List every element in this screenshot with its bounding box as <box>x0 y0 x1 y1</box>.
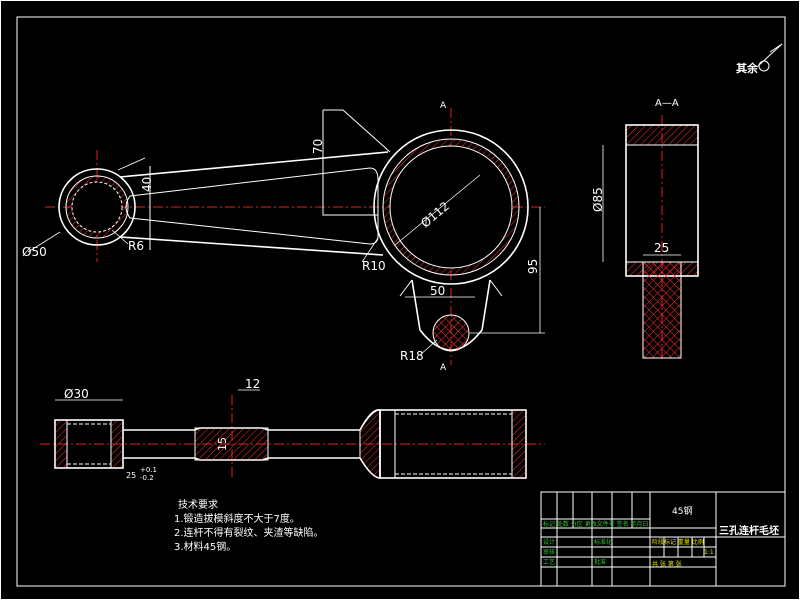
title-part-name: 三孔连杆毛坯 <box>719 524 779 537</box>
title-standard: 标准化 <box>594 538 612 546</box>
top-view: Ø30 12 15 25 +0.1 -0.2 <box>40 377 545 482</box>
dim-95: 95 <box>526 259 540 274</box>
dim-d50: Ø50 <box>22 245 47 259</box>
dim-70: 70 <box>311 139 325 154</box>
dim-50: 50 <box>430 284 445 298</box>
tol-c: -0.2 <box>140 474 154 482</box>
tol-a: 25 <box>126 471 136 480</box>
inner-frame <box>16 16 786 587</box>
title-scale: 1:1 <box>704 549 714 556</box>
dim-12: 12 <box>245 377 260 391</box>
corner-note: 其余 <box>736 61 759 75</box>
notes-line3: 3.材料45钢。 <box>174 540 236 553</box>
notes-line1: 1.锻造拔模斜度不大于7度。 <box>174 512 300 525</box>
dim-r10: R10 <box>362 259 386 273</box>
roughness-symbol: 其余 <box>736 43 783 75</box>
dim-d30: Ø30 <box>64 387 89 401</box>
title-material: 45钢 <box>672 505 692 517</box>
section-label: A—A <box>655 98 679 109</box>
title-row-a: 标记 处数 分区 更改文件号 签名 年月日 <box>543 520 649 528</box>
cut-label-top: A <box>440 101 447 111</box>
title-stage: 阶段标记 重量 比例 <box>652 538 704 546</box>
dim-d85: Ø85 <box>591 187 605 212</box>
dim-r18: R18 <box>400 349 424 363</box>
title-sheet: 共 张 第 张 <box>652 560 682 568</box>
notes-line2: 2.连杆不得有裂纹、夹渣等缺陷。 <box>174 526 324 539</box>
title-approve: 批准 <box>594 558 606 566</box>
title-designer: 设计 <box>543 538 555 546</box>
dim-r6: R6 <box>128 239 144 253</box>
dim-15: 15 <box>216 437 229 451</box>
tol-b: +0.1 <box>140 466 157 474</box>
section-view: A—A Ø85 25 <box>591 98 699 360</box>
title-process: 工艺 <box>543 558 555 566</box>
dim-40: 40 <box>140 177 154 192</box>
front-view: A A 40 Ø50 R6 70 Ø112 R10 50 95 R18 <box>22 101 545 373</box>
dim-25: 25 <box>654 241 669 255</box>
notes-title: 技术要求 <box>178 498 218 511</box>
title-review: 审核 <box>543 548 555 556</box>
cut-label-bottom: A <box>440 363 447 373</box>
technical-notes: 技术要求 1.锻造拔模斜度不大于7度。 2.连杆不得有裂纹、夹渣等缺陷。 3.材… <box>174 498 324 553</box>
title-block: 45钢 三孔连杆毛坯 标记 处数 分区 更改文件号 签名 年月日 设计 标准化 … <box>540 491 786 587</box>
